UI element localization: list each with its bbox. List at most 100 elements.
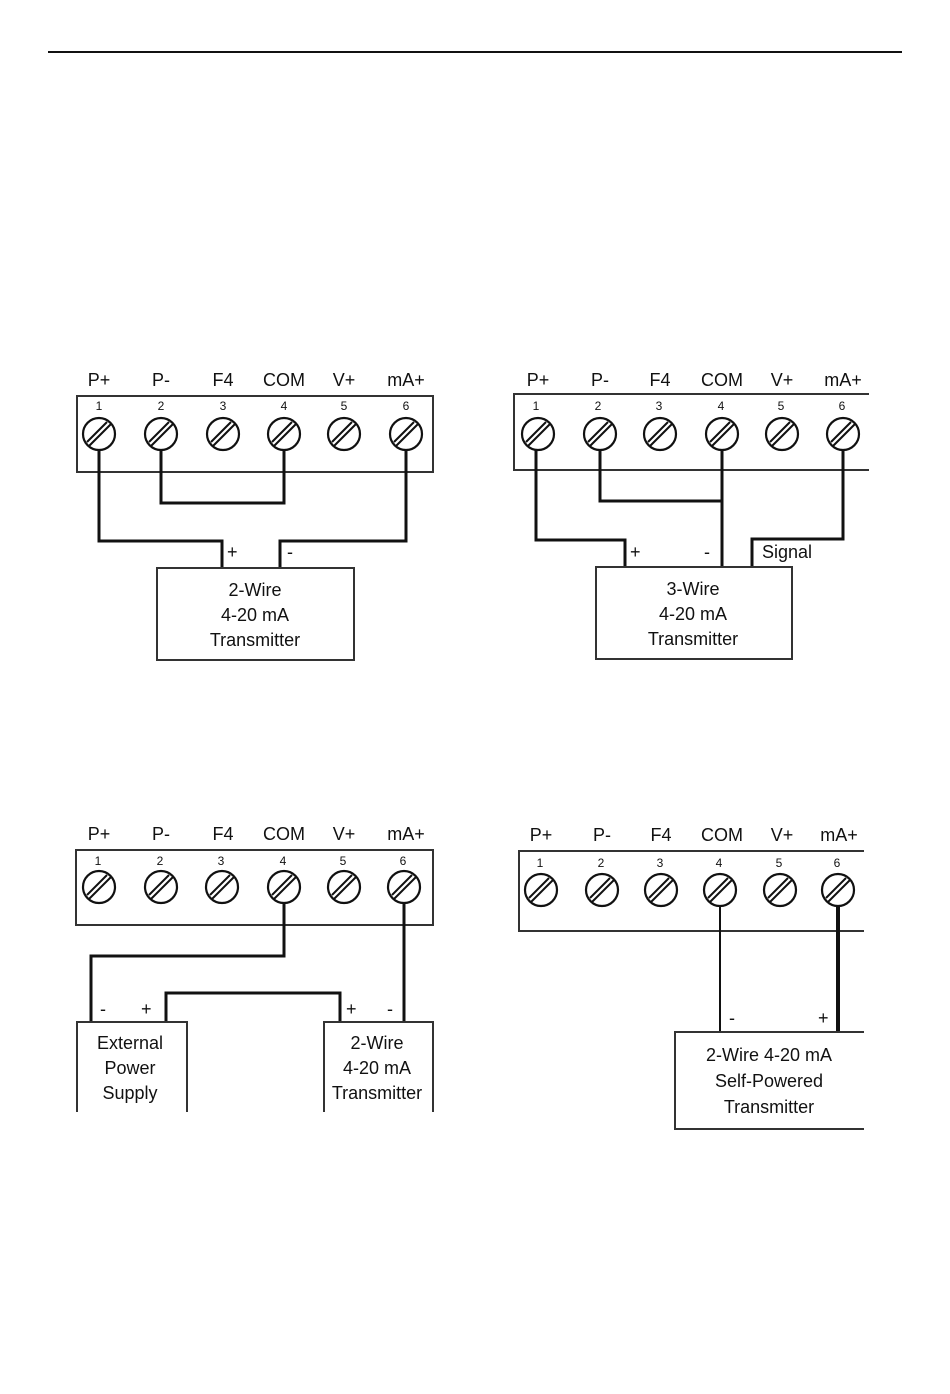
terminal-number-3: 3 [656,399,663,413]
terminal-label-v-plus: V+ [771,370,794,390]
diagram-2-wire-transmitter: P+ P- F4 COM V+ mA+ 1 2 3 4 5 6 + - 2-Wi… [77,370,433,660]
terminal-number-1: 1 [95,854,102,868]
screw-terminal-icon [822,874,854,906]
transmitter-polarity-minus: - [387,999,393,1019]
terminal-label-p-minus: P- [593,825,611,845]
screw-terminal-icon [268,418,300,450]
transmitter-label-line-3: Transmitter [210,630,300,650]
screw-terminal-icon [704,874,736,906]
terminal-block-body [519,851,864,931]
terminal-number-5: 5 [340,854,347,868]
signal-label: Signal [762,542,812,562]
power-supply-label-line-2: Power [104,1058,155,1078]
screw-terminal-icon [328,871,360,903]
terminal-number-3: 3 [218,854,225,868]
transmitter-label-line-1: 2-Wire [229,580,282,600]
terminal-number-5: 5 [778,399,785,413]
terminal-block: P+ P- F4 COM V+ mA+ 1 2 3 4 5 6 [514,370,950,490]
terminal-number-2: 2 [598,856,605,870]
terminal-label-com: COM [263,370,305,390]
terminal-number-4: 4 [280,854,287,868]
screw-terminal-icon [83,871,115,903]
terminal-number-1: 1 [533,399,540,413]
terminal-label-p-minus: P- [591,370,609,390]
terminal-label-f4: F4 [212,824,233,844]
screw-terminal-icon [706,418,738,450]
transmitter-label-line-2: 4-20 mA [343,1058,411,1078]
terminal-block: P+ P- F4 COM V+ mA+ 1 2 3 4 5 6 [519,825,864,931]
terminal-number-5: 5 [341,399,348,413]
screw-terminal-icon [83,418,115,450]
terminal-block: P+ P- F4 COM V+ mA+ 1 2 3 4 5 6 [76,824,433,925]
terminal-number-6: 6 [400,854,407,868]
screw-terminal-icon [764,874,796,906]
diagram-self-powered-transmitter: P+ P- F4 COM V+ mA+ 1 2 3 4 5 6 - + 2-Wi… [519,825,864,1129]
screw-terminal-icon [328,418,360,450]
terminal-label-ma-plus: mA+ [820,825,858,845]
terminal-block: P+ P- F4 COM V+ mA+ 1 2 3 4 5 6 [77,370,433,472]
terminal-label-f4: F4 [650,825,671,845]
screw-terminal-icon [145,871,177,903]
terminal-block-body [76,850,433,925]
power-supply-label-line-1: External [97,1033,163,1053]
screw-terminal-icon [207,418,239,450]
terminal-label-com: COM [701,370,743,390]
screw-terminal-icon [268,871,300,903]
terminal-label-com: COM [263,824,305,844]
transmitter-label-line-1: 2-Wire [351,1033,404,1053]
terminal-label-p-plus: P+ [88,824,111,844]
terminal-number-6: 6 [834,856,841,870]
screw-terminal-icon [145,418,177,450]
terminal-number-3: 3 [657,856,664,870]
terminal-label-p-plus: P+ [527,370,550,390]
terminal-label-f4: F4 [649,370,670,390]
screw-terminal-icon [206,871,238,903]
terminal-number-3: 3 [220,399,227,413]
terminal-number-6: 6 [839,399,846,413]
terminal-label-p-plus: P+ [530,825,553,845]
terminal-label-p-minus: P- [152,824,170,844]
diagram-external-power-supply: P+ P- F4 COM V+ mA+ 1 2 3 4 5 6 - + + - … [76,824,433,1112]
transmitter-label-line-3: Transmitter [332,1083,422,1103]
power-supply-label-line-3: Supply [102,1083,157,1103]
transmitter-label-line-1: 3-Wire [667,579,720,599]
screw-terminal-icon [522,418,554,450]
terminal-number-4: 4 [718,399,725,413]
polarity-plus: + [818,1008,829,1028]
page-edge-mask [869,380,950,490]
terminal-number-2: 2 [595,399,602,413]
terminal-number-4: 4 [716,856,723,870]
screw-terminal-icon [584,418,616,450]
supply-polarity-plus: + [141,999,152,1019]
terminal-number-5: 5 [776,856,783,870]
polarity-plus: + [227,542,238,562]
transmitter-label-line-2: 4-20 mA [221,605,289,625]
terminal-label-ma-plus: mA+ [387,370,425,390]
screw-terminal-icon [766,418,798,450]
wire-supply-plus-to-transmitter-plus [166,993,340,1022]
transmitter-label-line-2: Self-Powered [715,1071,823,1091]
terminal-label-v-plus: V+ [771,825,794,845]
polarity-plus: + [630,542,641,562]
screw-terminal-icon [827,418,859,450]
transmitter-label-line-2: 4-20 mA [659,604,727,624]
transmitter-polarity-plus: + [346,999,357,1019]
terminal-label-f4: F4 [212,370,233,390]
terminal-label-p-minus: P- [152,370,170,390]
terminal-label-v-plus: V+ [333,824,356,844]
terminal-number-2: 2 [157,854,164,868]
terminal-label-com: COM [701,825,743,845]
terminal-label-v-plus: V+ [333,370,356,390]
diagram-3-wire-transmitter: P+ P- F4 COM V+ mA+ 1 2 3 4 5 6 + - Sign… [514,370,950,659]
transmitter-label-line-1: 2-Wire 4-20 mA [706,1045,832,1065]
screw-terminal-icon [388,871,420,903]
polarity-minus: - [287,542,293,562]
terminal-block-body [77,396,433,472]
terminal-number-4: 4 [281,399,288,413]
polarity-minus: - [729,1008,735,1028]
screw-terminal-icon [390,418,422,450]
terminal-label-p-plus: P+ [88,370,111,390]
terminal-number-6: 6 [403,399,410,413]
supply-polarity-minus: - [100,999,106,1019]
